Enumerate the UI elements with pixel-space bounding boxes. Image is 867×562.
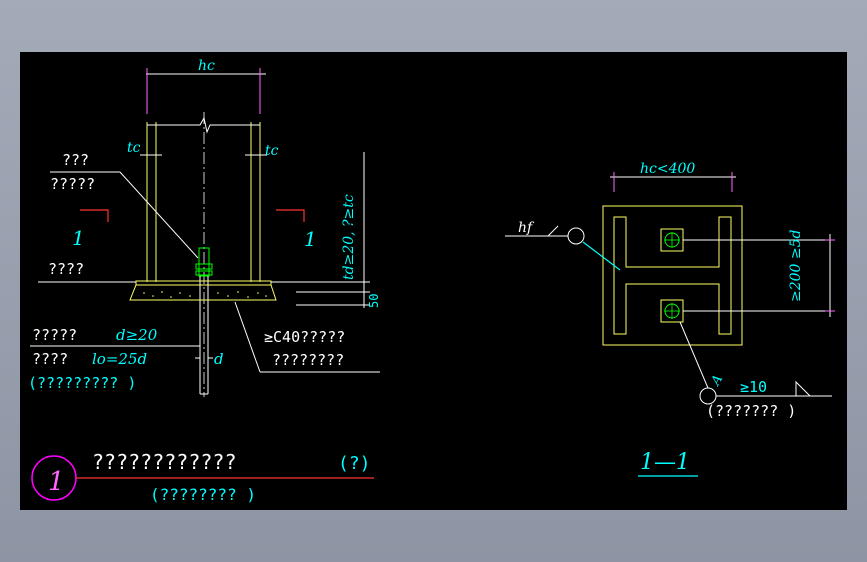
section-mark-right: 1 xyxy=(304,227,317,251)
bolt-shank xyxy=(199,276,209,395)
leader-nut xyxy=(119,171,199,259)
h-section xyxy=(613,216,732,335)
plan-section-title: 1—1 xyxy=(640,450,690,475)
weld-flag xyxy=(795,380,811,397)
plan-view: hc<400 xyxy=(505,161,835,477)
label-ground: ???? xyxy=(48,260,84,278)
hf-weld-triangle xyxy=(547,225,559,237)
anchor-note-2: ???? xyxy=(32,350,68,368)
hf-weld-circle xyxy=(567,227,585,245)
plan-dim-hc-label: hc<400 xyxy=(640,161,695,177)
dim-hc-label: hc xyxy=(198,58,215,74)
label-washer: ????? xyxy=(50,175,95,193)
weld-arrow xyxy=(679,321,709,389)
anchor-note-1-val: d≥20 xyxy=(116,326,158,344)
plan-dim-right-label: ≥200 ≥5d xyxy=(788,229,804,302)
detail-number: 1 xyxy=(48,467,65,497)
label-tc-right: tc xyxy=(265,143,279,159)
anchor-note-1: ????? xyxy=(32,326,77,344)
column-flange-left xyxy=(146,122,261,282)
label-d: d xyxy=(214,350,224,368)
plan-bolt-top xyxy=(660,228,684,252)
label-tc-left: tc xyxy=(127,140,141,156)
dim-hc-line xyxy=(146,68,266,114)
grout-note-1: ≥C40????? xyxy=(264,328,345,346)
plan-bolt-bottom xyxy=(660,299,684,323)
title-suffix: (?) xyxy=(338,453,371,474)
section-mark-left-line xyxy=(80,209,109,222)
dim-td-label: td≥20, ?≥tc xyxy=(341,194,357,280)
cad-drawing: hc tc tc xyxy=(28,58,835,504)
anchor-note-3: (????????? ) xyxy=(28,374,136,392)
dim-50-label: 50 xyxy=(367,294,381,308)
plan-base-plate xyxy=(602,205,743,346)
anchor-note-2-val: lo=25d xyxy=(92,350,147,368)
grout-leader xyxy=(234,301,261,373)
grout-hatch xyxy=(143,291,267,298)
label-nut: ??? xyxy=(62,151,89,169)
weld-note: (??????? ) xyxy=(706,402,796,420)
grout-layer xyxy=(129,284,277,301)
title-text: ???????????? xyxy=(92,450,237,474)
title-block: 1 ???????????? (?) (???????? ) xyxy=(31,450,374,504)
hf-arrow xyxy=(582,241,621,271)
section-view: hc tc tc xyxy=(28,58,381,397)
weld-val: ≥10 xyxy=(740,378,767,396)
grout-note-2: ???????? xyxy=(272,351,344,369)
weld-label-a: A xyxy=(708,372,726,388)
title-subtitle: (???????? ) xyxy=(150,485,256,504)
break-line xyxy=(147,116,260,134)
label-hf: hf xyxy=(518,220,535,236)
section-mark-right-line xyxy=(276,209,305,222)
drawing-canvas[interactable]: hc tc tc xyxy=(20,52,847,510)
anchor-bolt xyxy=(195,247,213,277)
section-mark-left: 1 xyxy=(72,226,85,250)
